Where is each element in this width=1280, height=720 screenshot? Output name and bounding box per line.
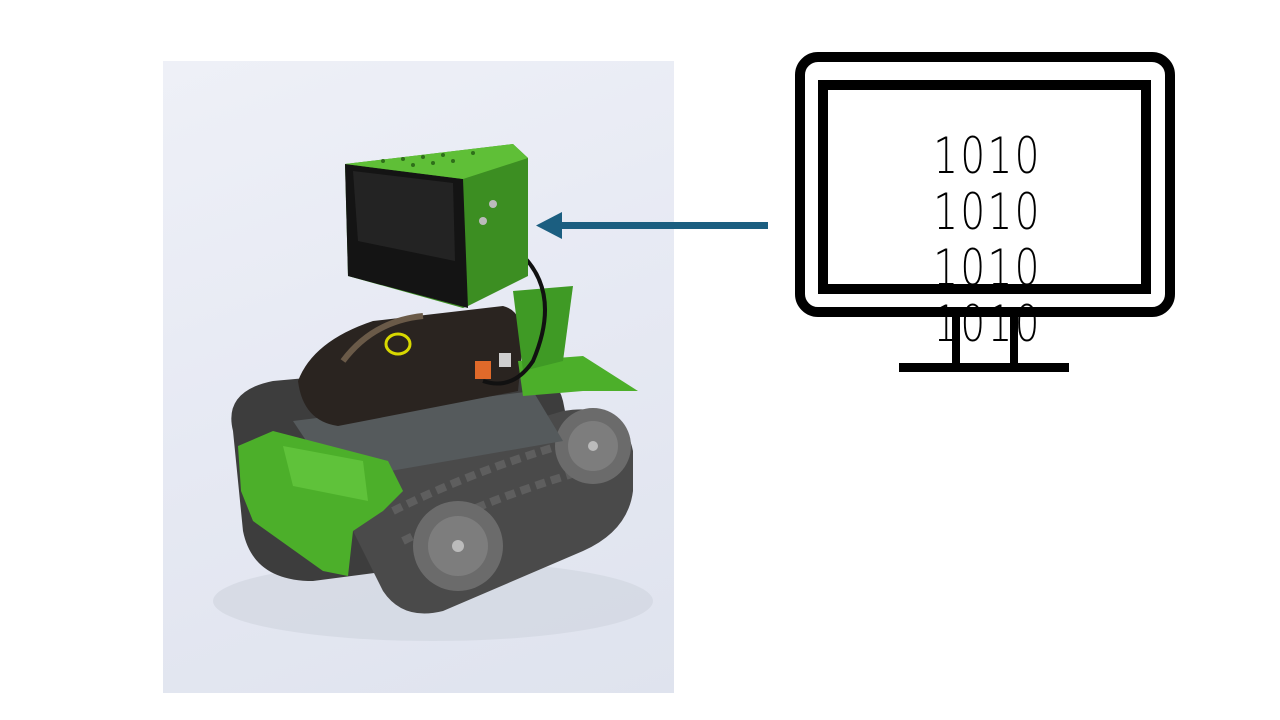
robot-photo [163,61,674,693]
binary-code-text: 1010 1010 1010 1010 [855,128,1120,352]
robot-illustration [213,144,653,641]
monitor-icon [795,52,1175,372]
binary-line-2: 1010 1010 [933,239,1042,353]
binary-line-1: 1010 1010 [933,127,1042,241]
arrow-left-icon [536,212,768,239]
